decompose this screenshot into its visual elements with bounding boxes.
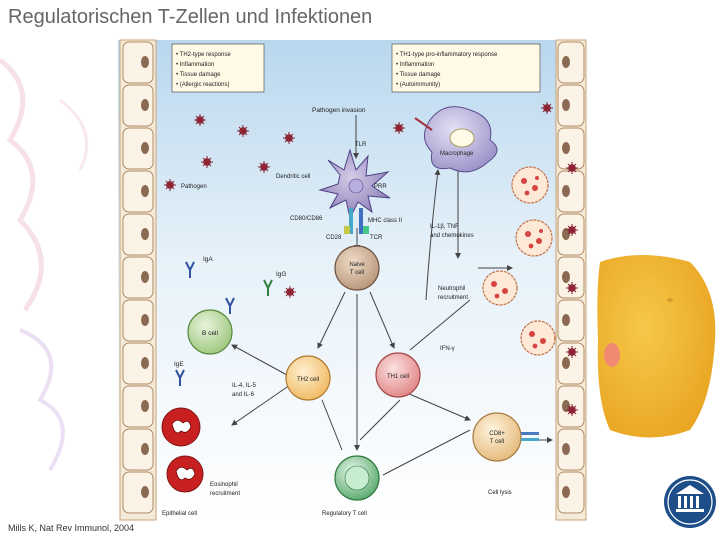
pathogen-label: Pathogen (181, 184, 207, 190)
igg-label: IgG (276, 271, 286, 278)
left-legend-box: • TH2-type response • Inflammation • Tis… (172, 44, 264, 92)
right-legend-line: • TH1-type pro-inflammatory response (396, 52, 498, 58)
cd80-cd86-label: CD80/CD86 (290, 216, 323, 222)
naive-t-cell: Naive T cell (335, 246, 379, 290)
neutrophil-cell (516, 220, 552, 256)
neutrophil-recruitment-label: recruitment (438, 295, 468, 301)
th2-cell: TH2 cell (286, 356, 330, 400)
citation: Mills K, Nat Rev Immunol, 2004 (8, 523, 134, 533)
left-legend-line: • TH2-type response (176, 52, 231, 58)
il1b-tnf-label: IL-1β, TNF (430, 224, 459, 230)
cell-lysis-label: Cell lysis (488, 490, 512, 496)
b-cell-label: B cell (202, 330, 218, 337)
tcr-label: TCR (370, 235, 383, 241)
b-cell: B cell (188, 310, 232, 354)
naive-label: Naive (349, 262, 365, 268)
mhc-class-ii-label: MHC class II (368, 218, 402, 224)
cd8-label: T cell (490, 439, 504, 445)
neutrophil-cell (483, 271, 517, 305)
university-logo (664, 476, 716, 528)
epithelial-cell-label: Epithelial cell (162, 511, 197, 517)
eosinophil-recruitment-label: recruitment (210, 491, 240, 497)
th1-cell: TH1 cell (376, 353, 420, 397)
left-background-decoration (0, 60, 87, 470)
left-legend-line: • (Allergic reactions) (176, 82, 229, 88)
regulatory-t-cell-label: Regulatory T cell (322, 511, 367, 517)
tlr-label: TLR (355, 142, 367, 148)
prr-label: PRR (374, 184, 387, 190)
regulatory-t-cell (335, 456, 379, 500)
yellow-cell-decoration (597, 255, 715, 438)
neutrophil-cell (512, 167, 548, 203)
th1-label: TH1 cell (387, 374, 409, 380)
cd8-label: CD8+ (489, 431, 505, 437)
naive-label: T cell (350, 270, 364, 276)
cd28-label: CD28 (326, 235, 342, 241)
left-legend-line: • Inflammation (176, 62, 214, 68)
eosinophil-cell (167, 456, 203, 492)
right-legend-line: • Inflammation (396, 62, 434, 68)
eosinophil-recruitment-label: Eosinophil (210, 482, 238, 488)
il6-label: and IL-6 (232, 392, 255, 398)
ige-label: IgE (174, 361, 184, 368)
right-legend-line: • (Autoimmunity) (396, 82, 440, 88)
right-epithelium (556, 40, 586, 520)
th2-label: TH2 cell (297, 377, 319, 383)
ifn-gamma-label: IFN-γ (440, 346, 455, 352)
pathogen-invasion-label: Pathogen invasion (312, 107, 366, 114)
right-legend-line: • Tissue damage (396, 72, 441, 78)
right-legend-box: • TH1-type pro-inflammatory response • I… (392, 44, 540, 92)
dendritic-cell-label: Dendritic cell (276, 174, 310, 180)
macrophage-label: Macrophage (440, 151, 474, 157)
chemokines-label: and chemokines (430, 233, 474, 239)
eosinophil-cell (162, 408, 200, 446)
neutrophil-cell (521, 321, 555, 355)
il4-il5-label: IL-4, IL-5 (232, 383, 257, 389)
iga-label: IgA (203, 256, 213, 263)
left-legend-line: • Tissue damage (176, 72, 221, 78)
neutrophil-recruitment-label: Neutrophil (438, 286, 465, 292)
left-epithelium (120, 40, 156, 520)
